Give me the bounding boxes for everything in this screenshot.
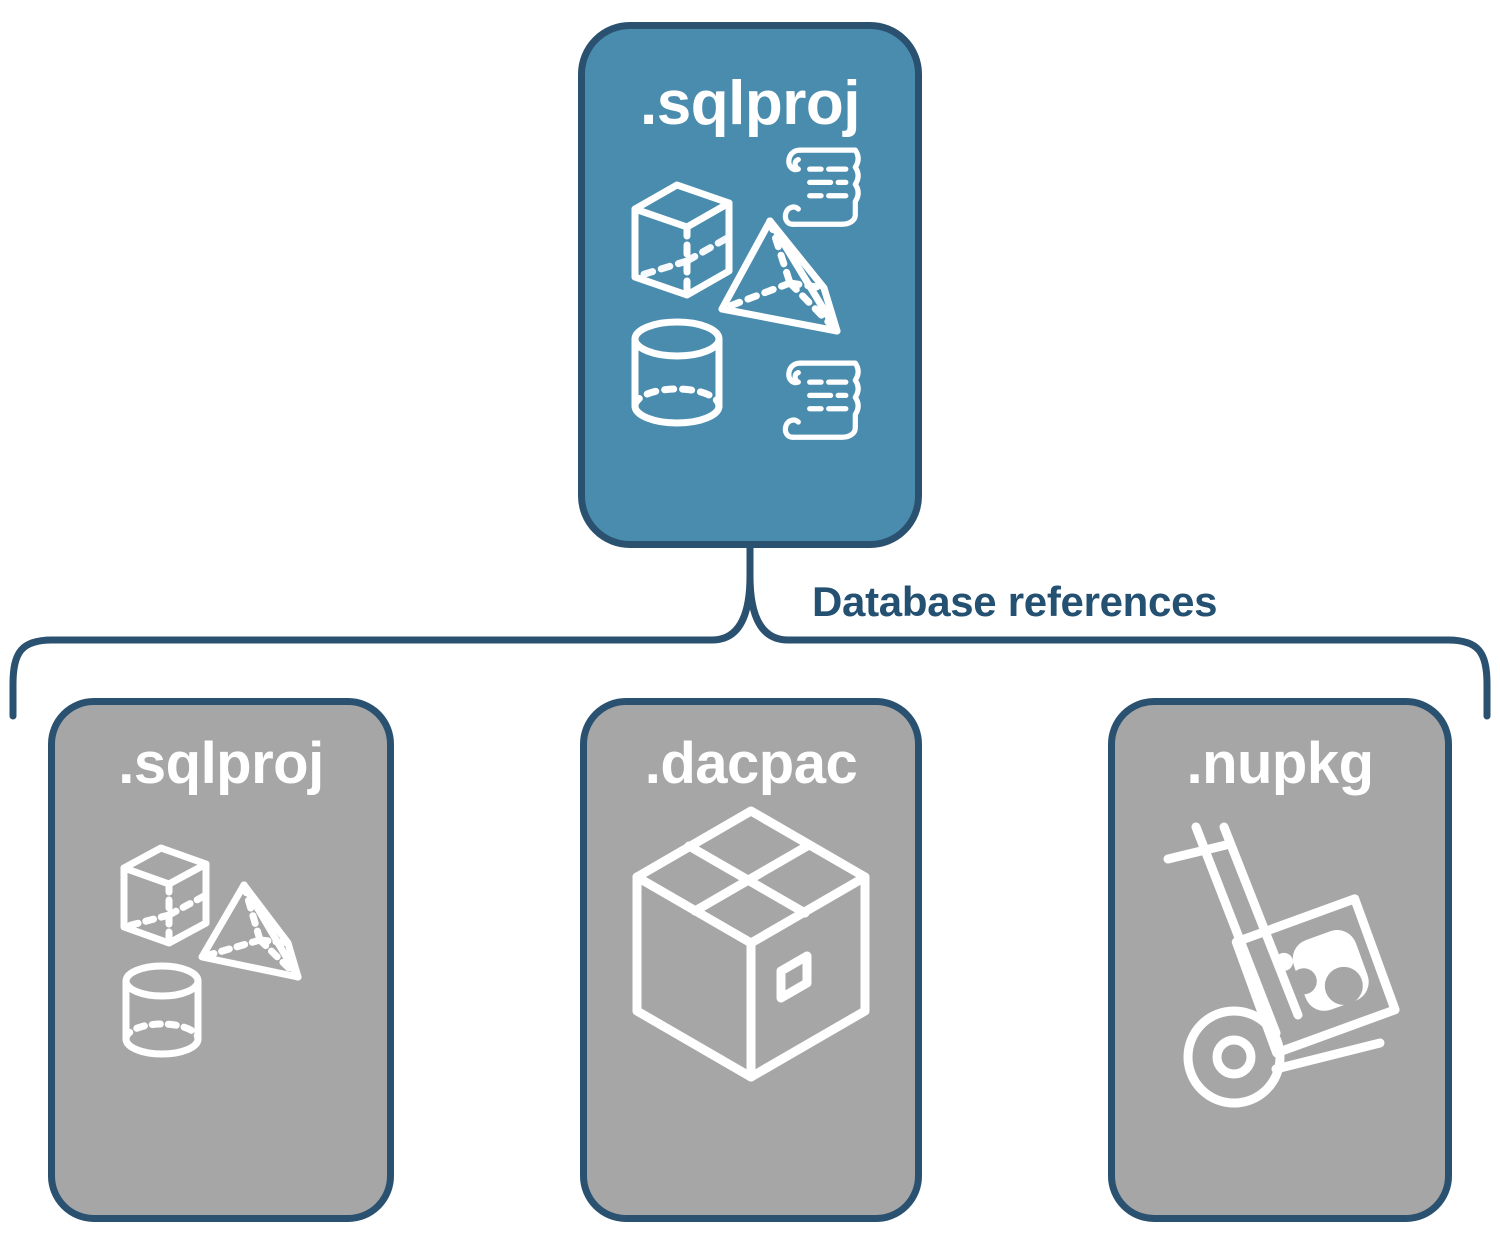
reference-card-dacpac[interactable]: .dacpac	[580, 698, 922, 1222]
cylinder-icon	[631, 318, 723, 427]
hand-truck-icon	[1163, 822, 1385, 1108]
reference-card-artwork	[55, 823, 387, 1215]
database-objects-illustration	[120, 844, 302, 1058]
reference-card-title: .nupkg	[1186, 731, 1374, 796]
pyramid-icon	[198, 881, 302, 981]
primary-card-title: .sqlproj	[640, 69, 860, 138]
primary-sqlproj-card[interactable]: .sqlproj	[578, 22, 922, 548]
connector-label: Database references	[812, 578, 1218, 625]
reference-card-sqlproj[interactable]: .sqlproj	[48, 698, 394, 1222]
reference-card-title: .sqlproj	[118, 731, 324, 796]
cylinder-icon	[122, 962, 202, 1058]
scroll-icon	[782, 147, 861, 227]
package-icon	[1231, 894, 1400, 1058]
reference-card-artwork	[587, 803, 915, 1215]
primary-card-artwork	[585, 141, 915, 541]
reference-card-title: .dacpac	[644, 731, 858, 796]
scroll-icon	[782, 360, 861, 440]
cube-icon	[631, 181, 733, 299]
cube-icon	[120, 844, 210, 947]
database-objects-illustration	[631, 147, 861, 440]
shipping-box-icon	[632, 806, 870, 1082]
reference-card-nupkg[interactable]: .nupkg	[1108, 698, 1452, 1222]
shipping-box-illustration	[632, 806, 870, 1082]
reference-card-artwork	[1115, 819, 1445, 1215]
brace-left-arm	[9, 572, 754, 720]
hand-truck-illustration	[1163, 822, 1400, 1108]
pyramid-icon	[718, 217, 841, 335]
